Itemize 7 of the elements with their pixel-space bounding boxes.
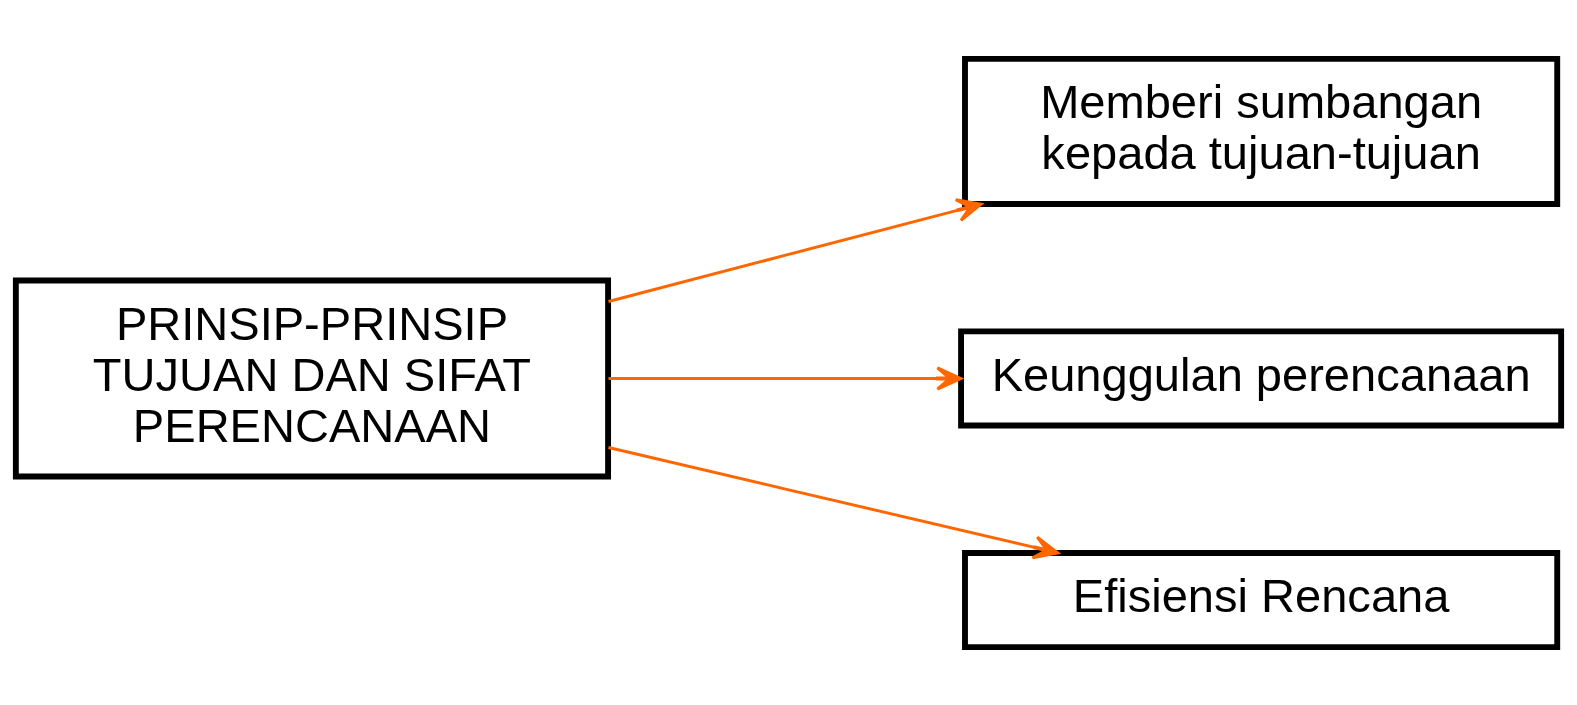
arrow [608,445,1060,559]
node-box: Keunggulan perencanaan [958,328,1565,428]
node-box: Efisiensi Rencana [962,549,1561,650]
arrow [608,365,963,391]
node-box: PRINSIP-PRINSIP TUJUAN DAN SIFAT PERENCANAAN [12,277,612,479]
node-box: Memberi sumbangan kepada tujuan-tujuan [962,55,1561,207]
arrow [608,197,983,303]
